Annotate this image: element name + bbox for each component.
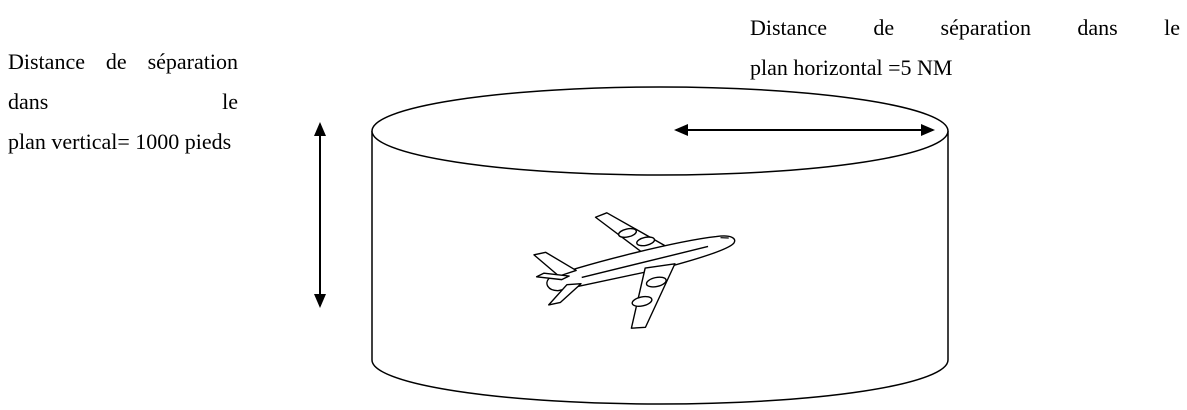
airplane-icon — [533, 212, 736, 329]
horizontal-label-line1: Distance de séparation dans le — [750, 15, 1180, 40]
horizontal-label-line2: plan horizontal =5 NM — [750, 55, 953, 80]
airspace-cylinder — [371, 86, 949, 405]
cylinder-bottom-arc — [371, 359, 949, 405]
horizontal-separation-label: Distance de séparation dans le plan hori… — [750, 8, 1180, 88]
cylinder-top-ellipse — [371, 86, 949, 176]
vertical-label-line2: plan vertical= 1000 pieds — [8, 129, 232, 154]
vertical-label-line1: Distance de séparation dans le — [8, 49, 238, 114]
vertical-separation-label: Distance de séparation dans le plan vert… — [8, 42, 238, 162]
